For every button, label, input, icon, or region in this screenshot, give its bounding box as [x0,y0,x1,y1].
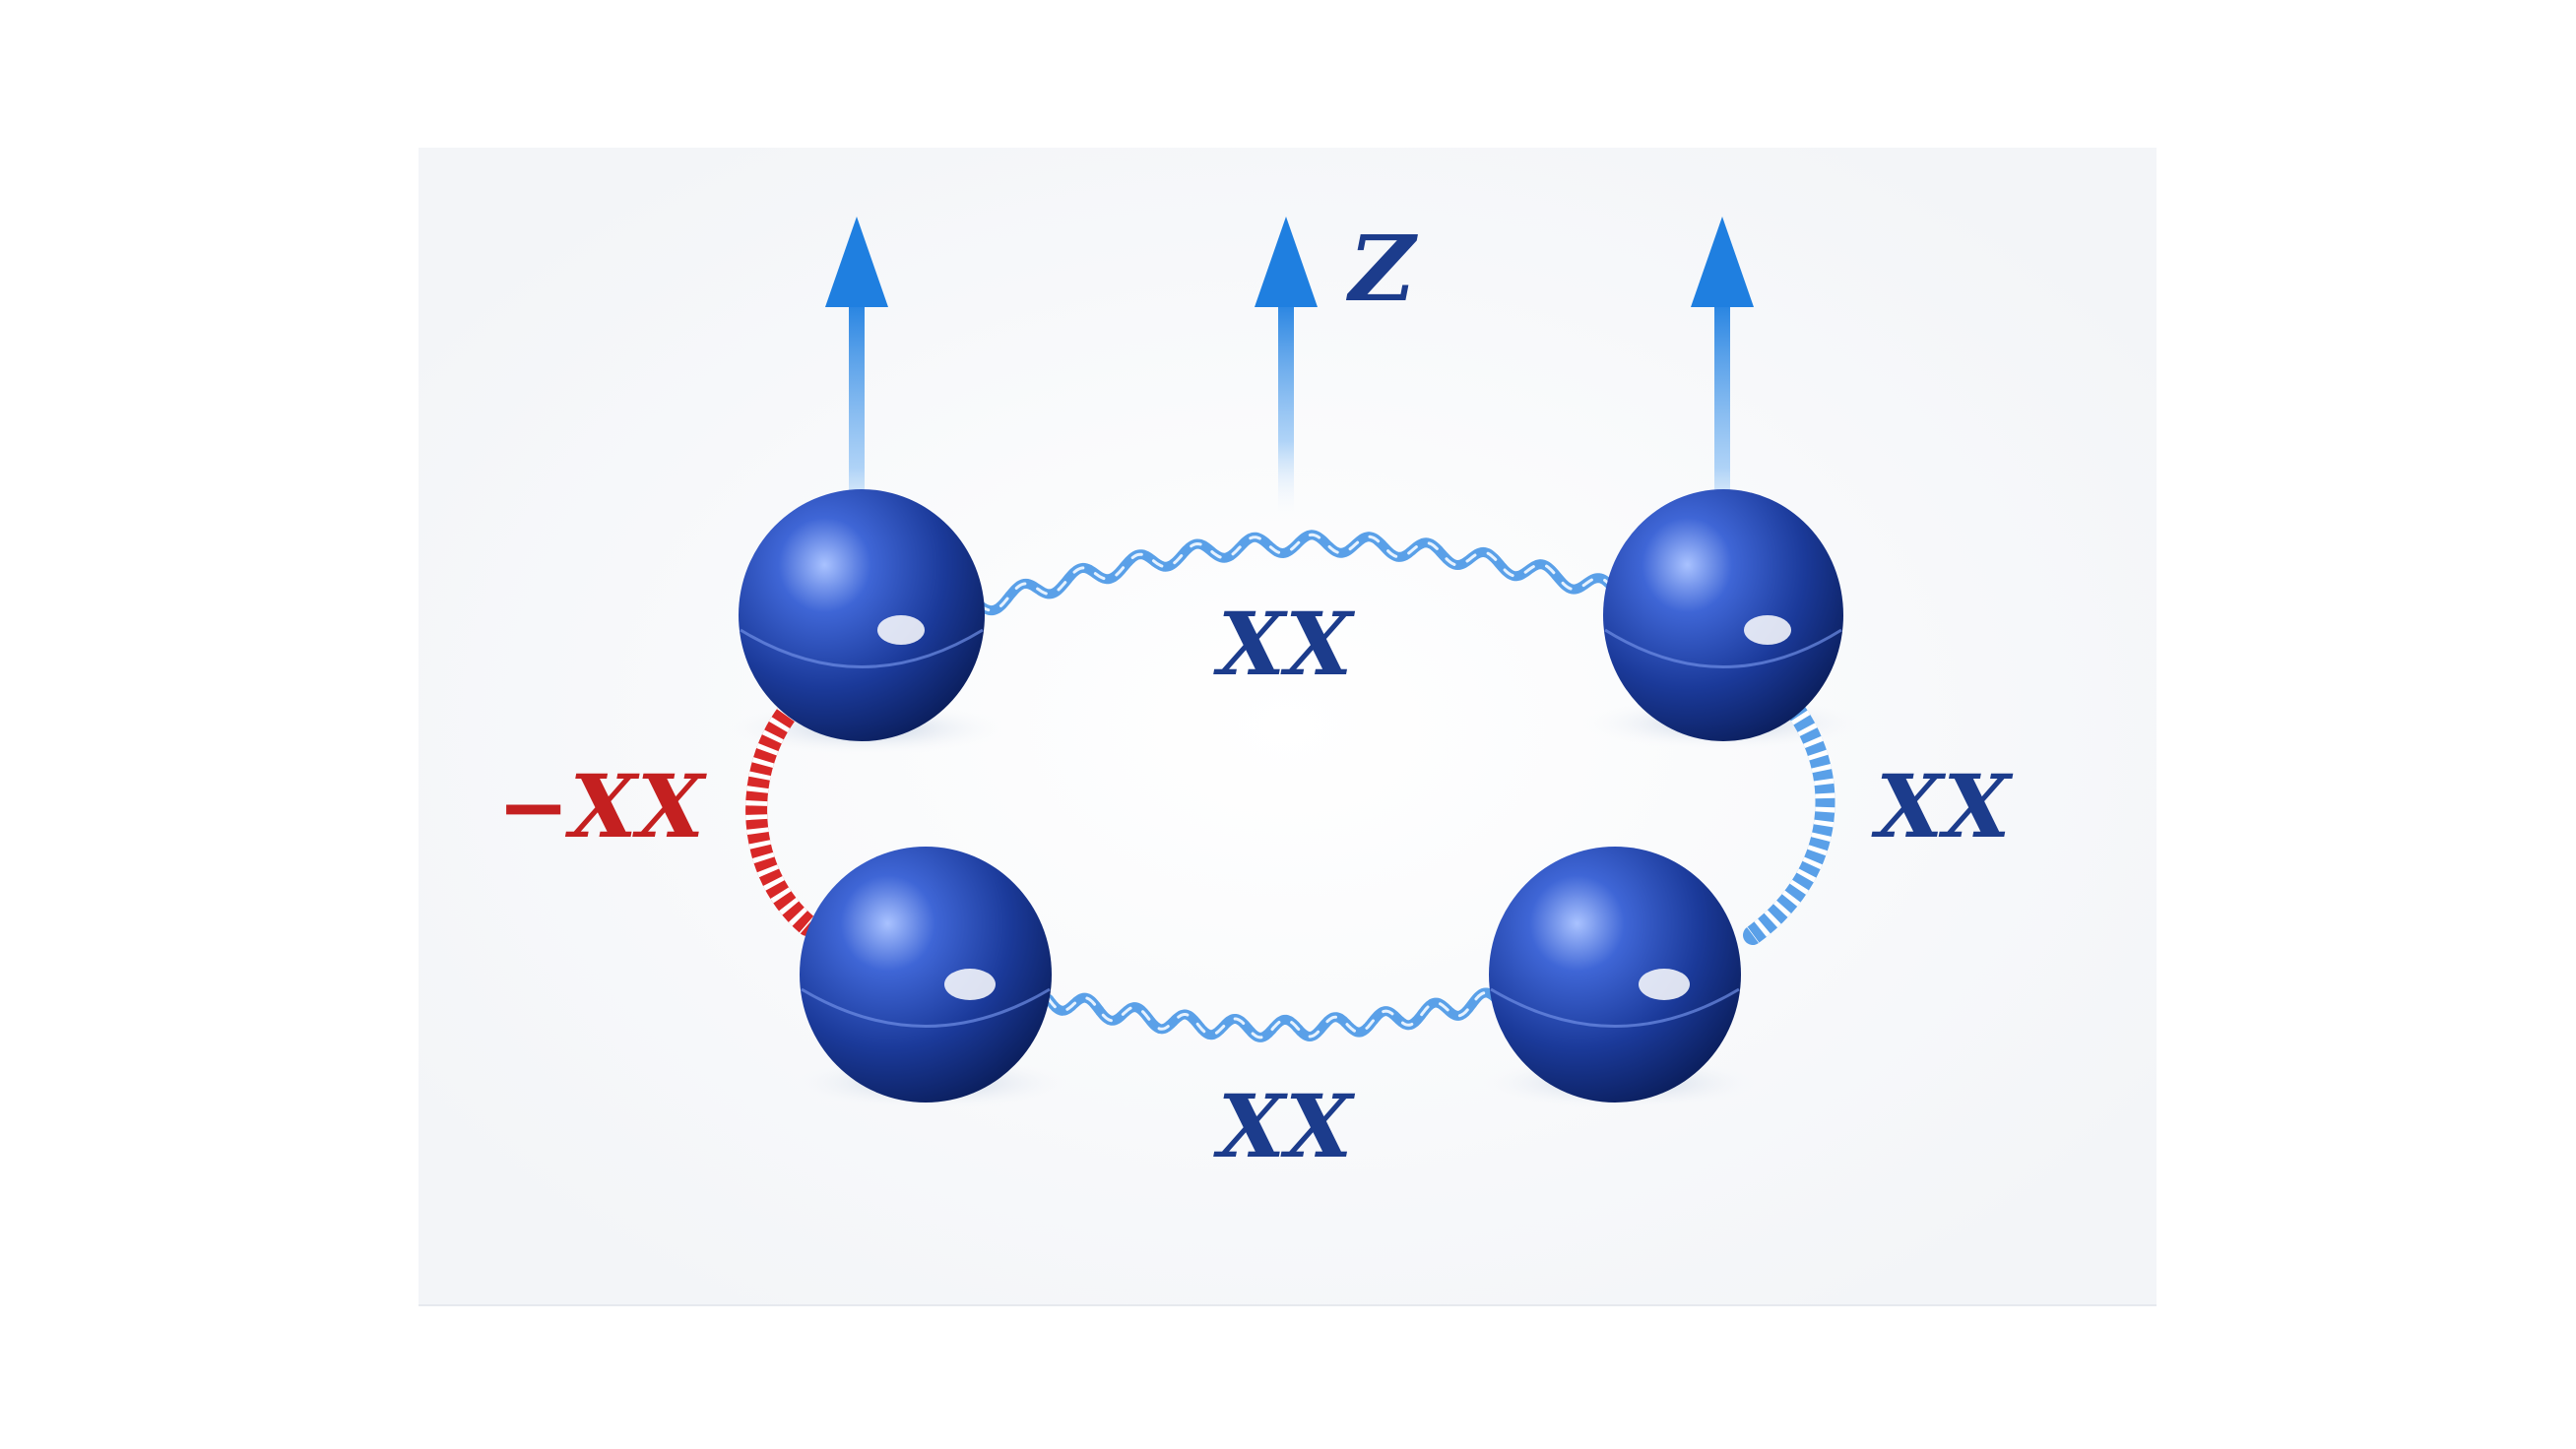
arrowhead [1255,217,1318,307]
coupling-top-highlight [978,533,1617,612]
arrowhead [1691,217,1754,307]
sphere-highlight [1639,969,1690,1000]
sphere-highlight [1744,615,1791,645]
up-arrow-icon [1278,295,1294,520]
qubit-bottom-right [1489,847,1741,1102]
sphere-equator [801,987,1051,1028]
sphere-equator [740,628,984,668]
coupling-left-beads [745,693,815,934]
qubit-top-left [739,489,985,741]
sphere-icon [1489,847,1741,1102]
axis-label-z: Z [1345,216,1418,322]
sphere-equator [1490,987,1740,1028]
arrowhead [825,217,888,307]
sphere-highlight [877,615,925,645]
coupling-label-top: XX [1213,593,1356,695]
sphere-icon [1603,489,1843,741]
sphere-icon [739,489,985,741]
coupling-links [745,530,1835,1042]
sphere-highlight [944,969,996,1000]
coupling-label-left: −XX [497,755,708,857]
coupling-label-bottom: XX [1213,1075,1356,1177]
sphere-icon [800,847,1052,1102]
spin-arrow [1255,217,1318,520]
coupling-label-right: XX [1871,755,2014,857]
coupling-right-beaded [1743,684,1835,945]
sphere-equator [1604,628,1842,668]
qubit-top-right [1603,489,1843,741]
qubit-bottom-left [800,847,1052,1102]
coupling-bottom-highlight [1047,991,1499,1040]
